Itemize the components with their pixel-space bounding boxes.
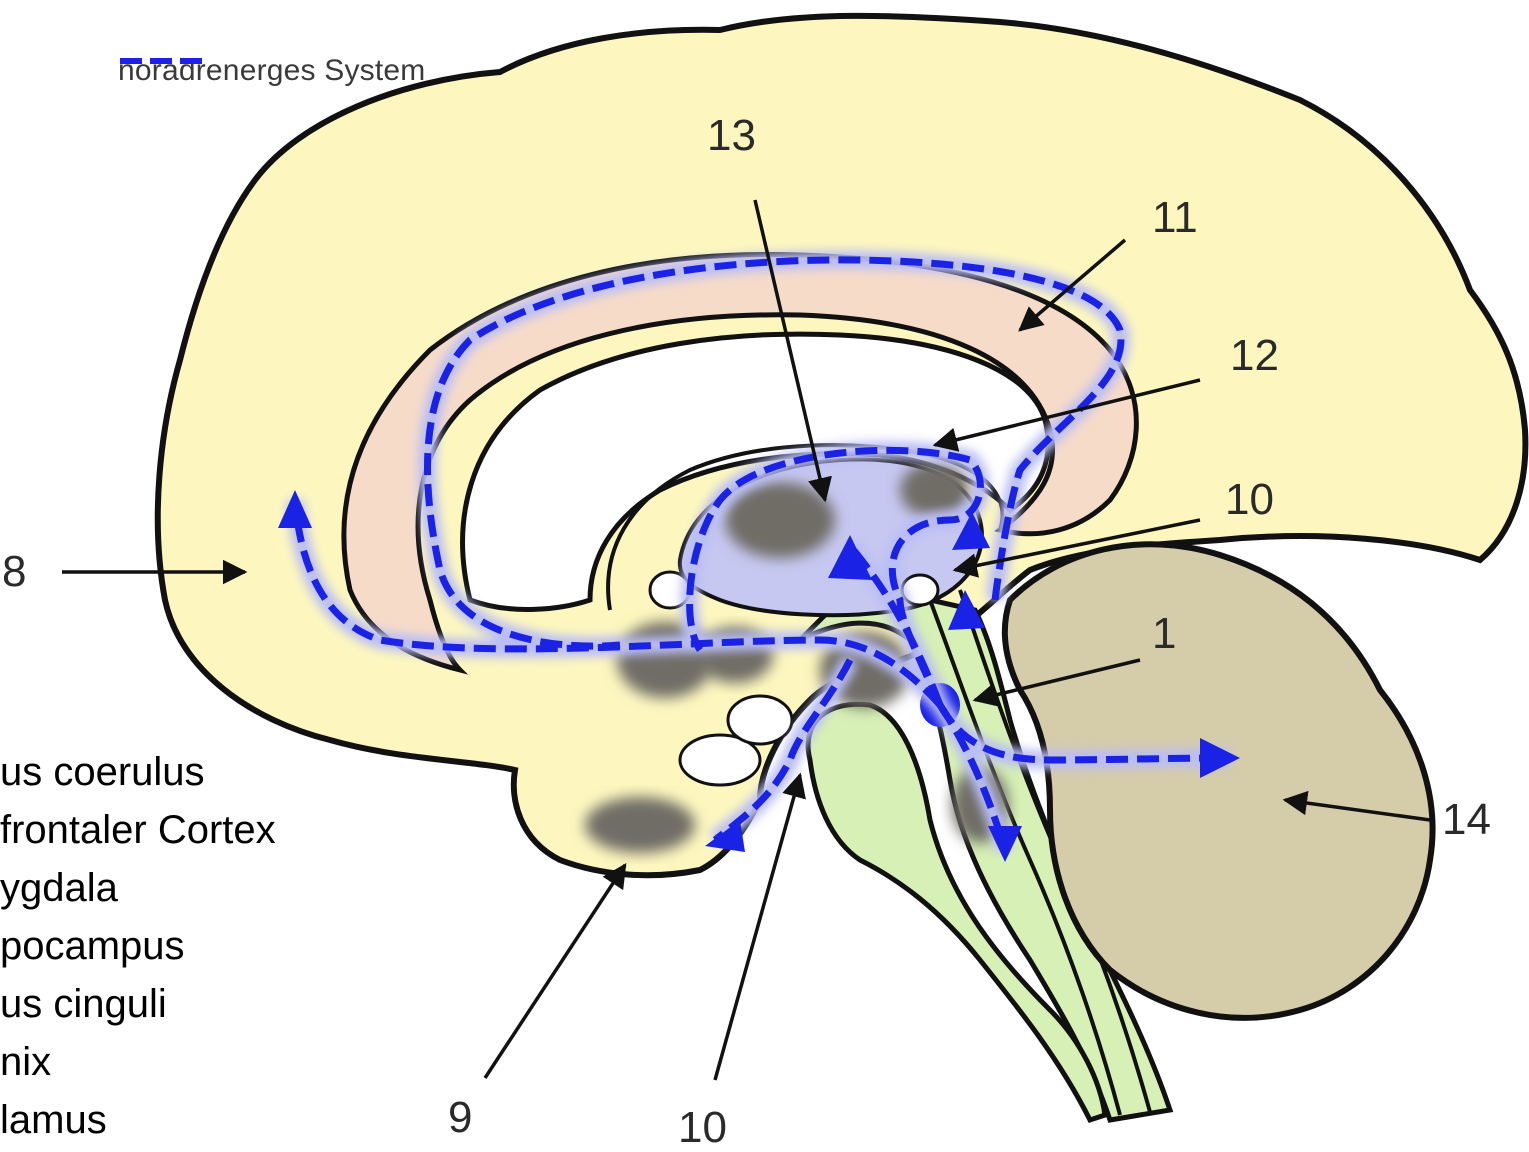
callout-11: 11: [1152, 196, 1198, 240]
callout-10-right: 10: [1225, 478, 1274, 522]
callout-14: 14: [1442, 798, 1491, 842]
key-item: pocampus: [0, 924, 185, 969]
key-item: ygdala: [0, 866, 118, 911]
key-item: us cinguli: [0, 982, 167, 1027]
callout-13: 13: [707, 114, 756, 158]
structure-key-list: us coerulus frontaler Cortex ygdala poca…: [0, 748, 340, 1152]
legend-dashed-swatch: [118, 54, 212, 68]
legend: noradrenerges System: [118, 54, 426, 88]
key-item: frontaler Cortex: [0, 808, 276, 853]
callout-12: 12: [1230, 334, 1279, 378]
key-item: nix: [0, 1040, 51, 1085]
callout-1: 1: [1152, 612, 1176, 656]
key-item: us coerulus: [0, 750, 205, 795]
callout-8: 8: [2, 550, 26, 594]
key-item: lamus: [0, 1098, 107, 1143]
callout-9: 9: [448, 1096, 472, 1140]
thalamic-nucleus: [725, 482, 835, 558]
callout-10-bottom: 10: [678, 1106, 727, 1150]
amygdala: [585, 797, 695, 853]
